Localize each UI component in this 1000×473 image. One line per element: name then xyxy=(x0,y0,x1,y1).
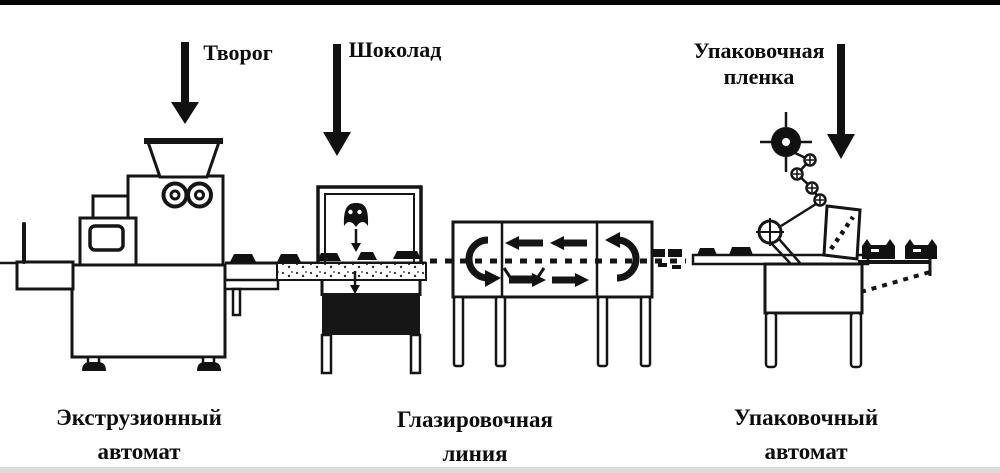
glazing-belt xyxy=(276,262,427,281)
extruder-rollers-icon xyxy=(161,181,213,209)
packaging-station-label: Упаковочный автомат xyxy=(710,401,902,469)
extruder-label-line2: автомат xyxy=(97,439,181,464)
extruder-outfeed-bracket xyxy=(223,278,280,317)
glaze-flow-arrow-upper xyxy=(351,229,361,252)
film-roll xyxy=(760,112,812,172)
chocolate-tank xyxy=(320,280,422,335)
wrapped-products xyxy=(862,239,937,259)
air-flow-arrows-middle xyxy=(502,236,589,287)
top-border-bar xyxy=(0,0,1000,5)
curd-input-arrow xyxy=(171,42,199,124)
packaging-table-legs xyxy=(764,311,863,369)
glazing-station-label: Глазировочная линия xyxy=(382,403,568,471)
extruder-feet xyxy=(82,355,221,371)
air-circulation-arrow-right xyxy=(605,232,640,282)
wrapping-former xyxy=(822,204,862,261)
outfeed-conveyor xyxy=(858,239,937,294)
curd-input-label: Творог xyxy=(203,40,273,65)
extruder-label-line1: Экструзионный xyxy=(56,405,222,430)
glazing-label-line2: линия xyxy=(442,441,508,466)
packaging-machine xyxy=(651,112,937,369)
tunnel-legs xyxy=(452,295,652,368)
packaging-film-input-label: Упаковочная пленка xyxy=(688,38,830,90)
film-guide-roll xyxy=(756,218,801,264)
packaging-label-line1: Упаковочный xyxy=(733,405,879,430)
conveyor-products xyxy=(230,253,341,262)
extruder-base xyxy=(70,263,227,359)
packaging-table-products xyxy=(697,247,753,255)
bottom-border-bar xyxy=(0,467,1000,473)
extruder-side-cabinet xyxy=(78,194,138,268)
extruder-machine xyxy=(0,138,280,371)
packaging-label-line2: автомат xyxy=(764,439,848,464)
extruder-head xyxy=(126,174,225,267)
packaging-table-body xyxy=(763,262,864,315)
chocolate-input-label: Шоколад xyxy=(348,37,442,62)
packaging-film-input-arrow xyxy=(827,44,855,159)
air-circulation-arrow-left xyxy=(465,236,501,287)
chocolate-shower-icon xyxy=(343,203,369,227)
glazing-frame xyxy=(316,185,423,262)
film-tension-rollers xyxy=(780,151,827,228)
glazing-legs xyxy=(320,333,422,375)
extruder-hopper xyxy=(144,138,223,179)
extruder-control-panel xyxy=(88,224,125,252)
extruder-left-platform xyxy=(0,222,75,291)
glaze-drip-arrow-lower xyxy=(350,271,360,294)
glazing-label-line1: Глазировочная xyxy=(397,407,553,432)
discharge-dashed-line xyxy=(860,270,931,294)
tunnel-tray-outline xyxy=(502,267,546,279)
packaging-film-label-line1: Упаковочная xyxy=(693,38,825,63)
glazed-products xyxy=(357,251,421,260)
packaging-infeed-products xyxy=(651,249,682,269)
packaging-film-label-line2: пленка xyxy=(723,64,795,89)
chocolate-input-arrow xyxy=(323,44,351,156)
glazing-machine xyxy=(276,185,427,375)
cooling-tunnel xyxy=(430,220,686,368)
extruder-station-label: Экструзионный автомат xyxy=(28,401,250,469)
